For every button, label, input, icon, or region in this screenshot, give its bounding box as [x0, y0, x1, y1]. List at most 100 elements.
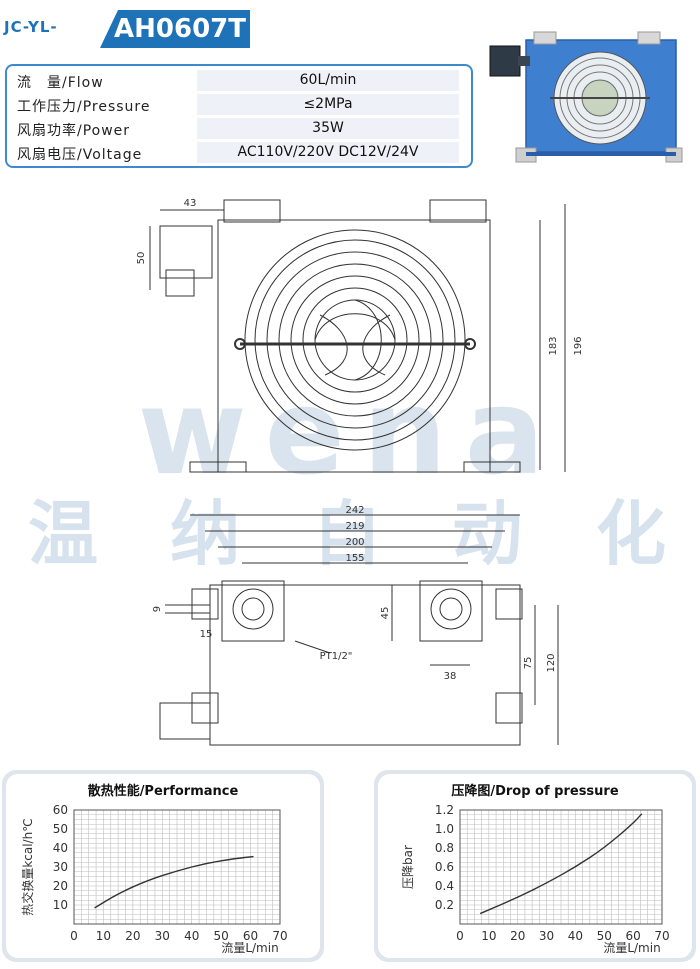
- y-axis-label: 压降bar: [401, 845, 415, 889]
- series-line: [479, 813, 643, 915]
- spec-label: 风扇电压/Voltage: [17, 147, 143, 163]
- spec-row-flow: 流 量/Flow 60L/min: [13, 70, 465, 92]
- x-tick-label: 0: [70, 929, 78, 943]
- x-axis-label: 流量L/min: [603, 941, 660, 955]
- watermark-latin: wena: [138, 395, 563, 485]
- plot-frame: [73, 809, 281, 925]
- watermark-char: 自: [312, 493, 382, 575]
- base-outline: [209, 584, 521, 746]
- spec-row-pressure: 工作压力/Pressure ≤2MPa: [13, 94, 465, 116]
- dim-slot-w: 9: [152, 606, 163, 612]
- x-tick-label: 70: [654, 929, 669, 943]
- watermark-char: 化: [596, 493, 666, 575]
- port-left: [221, 580, 285, 642]
- x-tick-label: 10: [96, 929, 111, 943]
- spec-row-voltage: 风扇电压/Voltage AC110V/220V DC12V/24V: [13, 142, 465, 164]
- dim-width-200: 200: [345, 537, 364, 548]
- dim-height-inner: 183: [548, 336, 559, 355]
- y-tick-label: 50: [53, 822, 68, 836]
- y-tick-label: 30: [53, 860, 68, 874]
- front-view-drawing: 43 50 183 196: [136, 198, 584, 473]
- x-tick-label: 20: [125, 929, 140, 943]
- watermark-logo: wena: [138, 395, 563, 485]
- y-tick-label: 10: [53, 898, 68, 912]
- x-tick-label: 30: [155, 929, 170, 943]
- width-dimensions: 242 219 200 155: [190, 505, 520, 564]
- dim-port-height: 45: [380, 607, 391, 620]
- watermark-char: 动: [452, 493, 522, 575]
- terminal-plug: [165, 269, 195, 297]
- watermark-char: 温: [28, 493, 98, 575]
- x-tick-label: 50: [597, 929, 612, 943]
- dim-width-242: 242: [345, 505, 364, 516]
- bottom-view-drawing: 9 15 45 38 75 120 PT1/2": [152, 580, 559, 746]
- x-tick-label: 20: [510, 929, 525, 943]
- y-tick-label: 60: [53, 803, 68, 817]
- y-tick-label: 40: [53, 841, 68, 855]
- y-tick-label: 1.0: [435, 822, 454, 836]
- y-tick-label: 1.2: [435, 803, 454, 817]
- foot-left: [189, 461, 247, 473]
- performance-panel: 散热性能/Performance 0 10 20 30 40 50 60 70 10 20 30 40…: [2, 770, 324, 962]
- x-tick-label: 30: [539, 929, 554, 943]
- spec-value: 60L/min: [197, 70, 459, 91]
- mount-tab-top-left: [191, 588, 219, 620]
- model-name: AH0607T: [100, 10, 250, 48]
- dim-v120: 120: [546, 653, 557, 672]
- spec-label: 流 量/Flow: [17, 75, 104, 91]
- dim-terminal-height: 50: [136, 252, 147, 265]
- x-tick-label: 50: [214, 929, 229, 943]
- y-tick-label: 20: [53, 879, 68, 893]
- top-port-right: [429, 199, 487, 223]
- model-banner: JC-YL- AH0607T: [4, 10, 262, 50]
- spec-value: AC110V/220V DC12V/24V: [197, 142, 459, 163]
- pressure-drop-title: 压降图/Drop of pressure: [451, 784, 619, 799]
- dim-slot-offset: 15: [200, 629, 213, 640]
- pressure-drop-chart: 0 10 20 30 40 50 60 70 0.2 0.4 0.6 0.8 1.0 1.2 流量L/min…: [401, 803, 670, 955]
- dim-height-outer: 196: [573, 336, 584, 355]
- dim-port-width: 38: [444, 671, 457, 682]
- foot-right: [463, 461, 521, 473]
- model-prefix: JC-YL-: [4, 18, 58, 36]
- y-axis-label: 热交换量kcal/h℃: [20, 818, 35, 915]
- series-line: [94, 855, 254, 909]
- x-tick-label: 70: [272, 929, 287, 943]
- spec-value: ≤2MPa: [197, 94, 459, 115]
- spec-label: 工作压力/Pressure: [17, 99, 151, 115]
- port-right: [419, 580, 483, 642]
- spec-table: 流 量/Flow 60L/min 工作压力/Pressure ≤2MPa 风扇功…: [5, 64, 473, 168]
- cooler-body-outline: [217, 219, 491, 473]
- thread-label: PT1/2": [320, 651, 353, 662]
- y-tick-label: 0.6: [435, 860, 454, 874]
- x-tick-label: 10: [481, 929, 496, 943]
- plot-frame: [459, 809, 663, 925]
- x-axis-label: 流量L/min: [221, 941, 278, 955]
- x-tick-label: 40: [568, 929, 583, 943]
- fan-guard: [244, 229, 466, 451]
- spec-label: 风扇功率/Power: [17, 123, 131, 139]
- terminal-box-bottom: [159, 702, 211, 740]
- terminal-box: [159, 225, 213, 279]
- performance-title: 散热性能/Performance: [87, 784, 239, 799]
- dim-width-155: 155: [345, 553, 364, 564]
- watermark-char: 纳: [170, 493, 240, 575]
- mount-tab-top-right: [495, 588, 523, 620]
- watermark-chinese: 温 纳 自 动 化: [0, 478, 700, 575]
- y-tick-label: 0.8: [435, 841, 454, 855]
- mount-tab-bottom-right: [495, 692, 523, 724]
- y-tick-label: 0.4: [435, 879, 454, 893]
- dim-terminal-width: 43: [184, 198, 197, 209]
- y-tick-label: 0.2: [435, 898, 454, 912]
- dim-width-219: 219: [345, 521, 364, 532]
- x-tick-label: 60: [243, 929, 258, 943]
- mount-tab-bottom-left: [191, 692, 219, 724]
- x-tick-label: 40: [184, 929, 199, 943]
- dim-v75: 75: [523, 657, 534, 670]
- x-tick-label: 0: [456, 929, 464, 943]
- x-tick-label: 60: [626, 929, 641, 943]
- spec-row-power: 风扇功率/Power 35W: [13, 118, 465, 140]
- product-photo: [489, 31, 683, 163]
- top-port-left: [223, 199, 281, 223]
